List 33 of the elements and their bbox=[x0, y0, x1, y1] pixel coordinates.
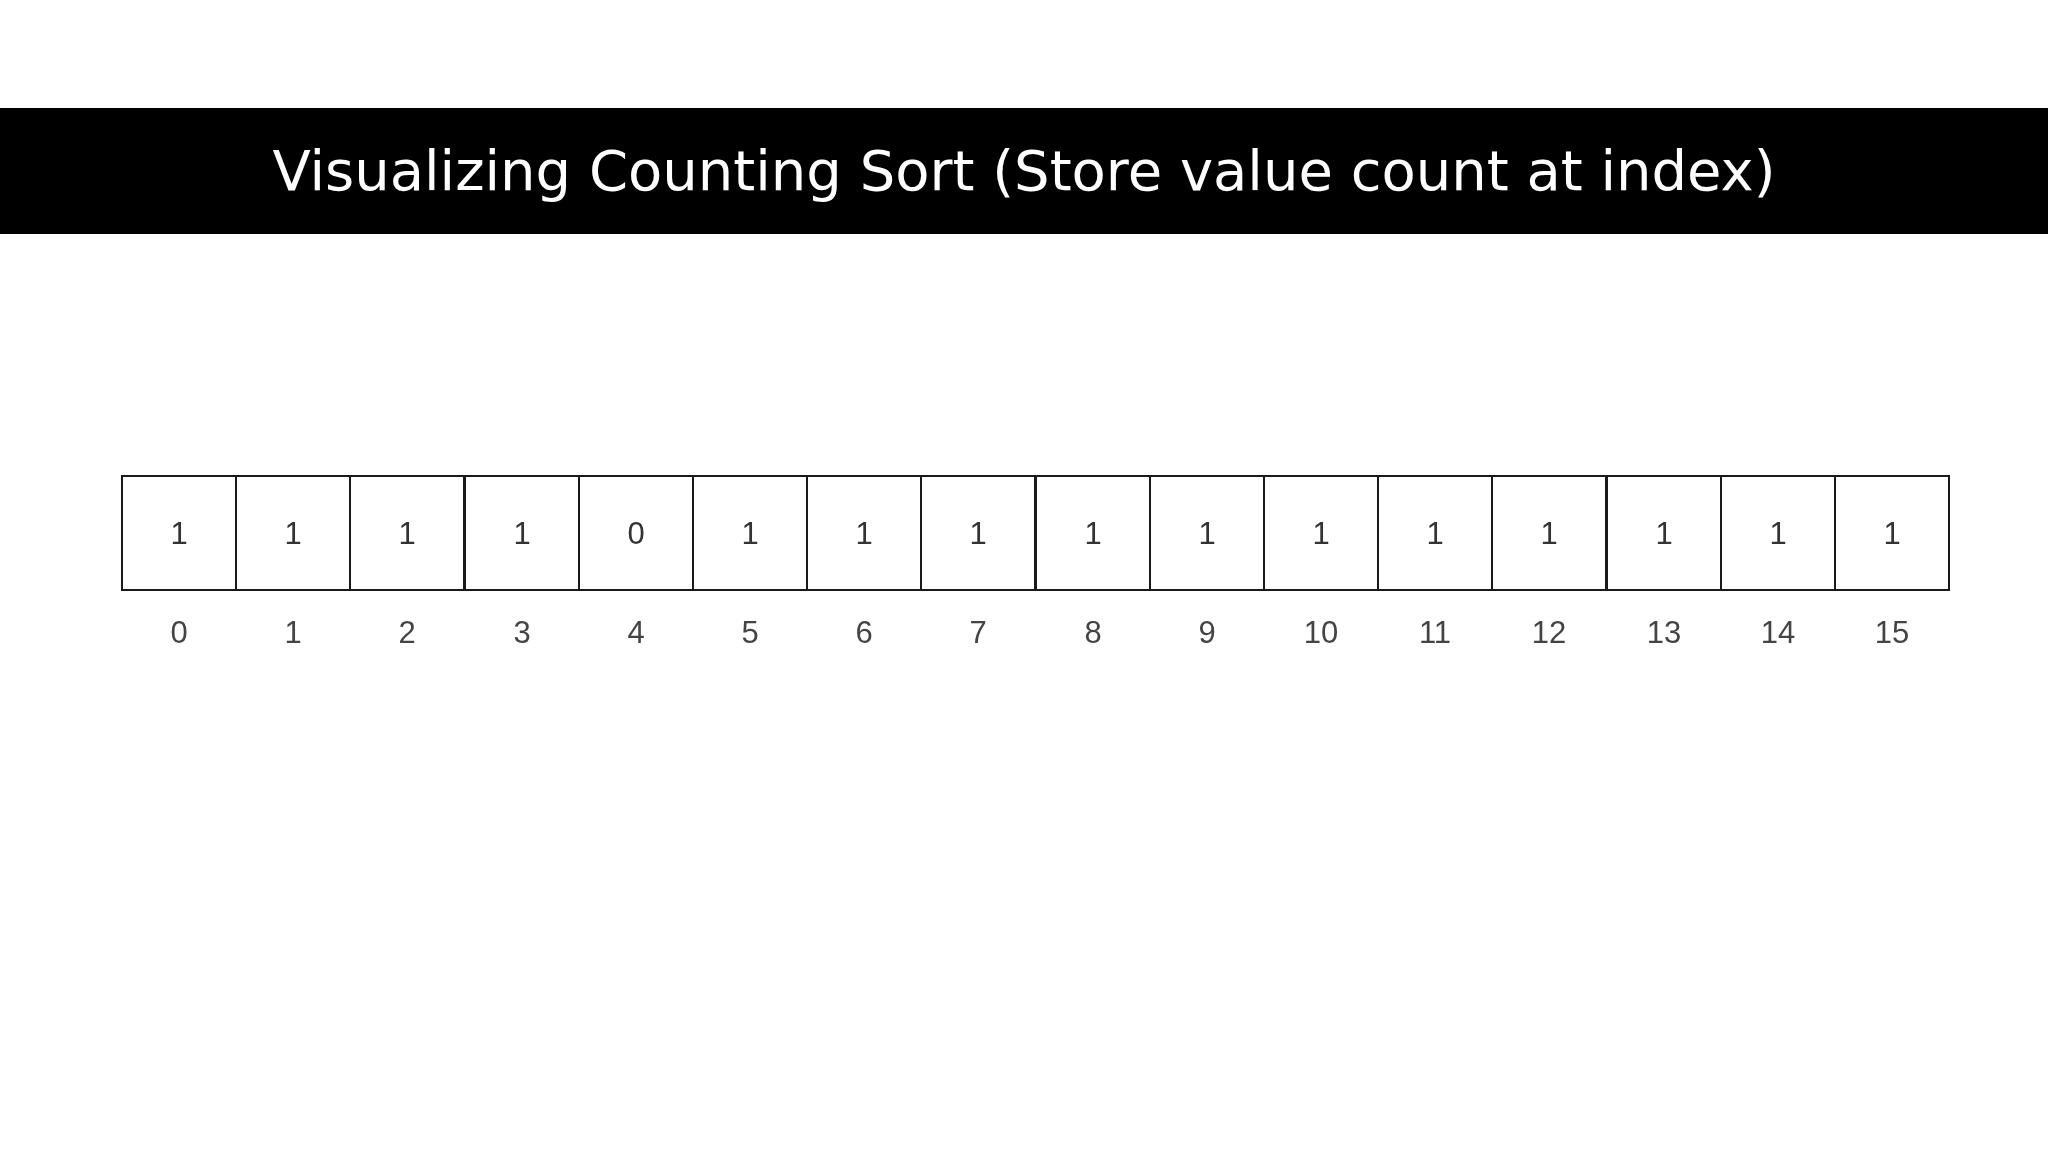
index-label: 9 bbox=[1198, 617, 1216, 648]
index-label: 7 bbox=[969, 617, 987, 648]
index-label: 3 bbox=[513, 617, 531, 648]
count-value: 1 bbox=[1540, 517, 1558, 549]
count-value: 1 bbox=[1426, 517, 1444, 549]
index-label: 2 bbox=[398, 617, 416, 648]
count-value: 1 bbox=[1084, 517, 1102, 549]
count-value: 1 bbox=[741, 517, 759, 549]
count-value: 1 bbox=[1655, 517, 1673, 549]
index-label: 14 bbox=[1760, 617, 1796, 648]
count-value: 1 bbox=[1883, 517, 1901, 549]
count-value: 1 bbox=[398, 517, 416, 549]
count-value: 1 bbox=[1769, 517, 1787, 549]
index-label: 15 bbox=[1874, 617, 1910, 648]
index-label: 10 bbox=[1303, 617, 1339, 648]
index-label: 12 bbox=[1531, 617, 1567, 648]
diagram-title: Visualizing Counting Sort (Store value count at index) bbox=[272, 137, 1776, 205]
count-value: 1 bbox=[284, 517, 302, 549]
count-value: 1 bbox=[855, 517, 873, 549]
count-value: 1 bbox=[969, 517, 987, 549]
index-label: 5 bbox=[741, 617, 759, 648]
index-label: 11 bbox=[1418, 617, 1452, 648]
index-label: 4 bbox=[627, 617, 645, 648]
count-value: 0 bbox=[627, 517, 645, 549]
count-value: 1 bbox=[1312, 517, 1330, 549]
index-label: 13 bbox=[1646, 617, 1682, 648]
index-label: 0 bbox=[170, 617, 188, 648]
index-label: 6 bbox=[855, 617, 873, 648]
index-label: 1 bbox=[284, 617, 302, 648]
index-label: 8 bbox=[1084, 617, 1102, 648]
count-value: 1 bbox=[170, 517, 188, 549]
count-value: 1 bbox=[513, 517, 531, 549]
count-value: 1 bbox=[1198, 517, 1216, 549]
